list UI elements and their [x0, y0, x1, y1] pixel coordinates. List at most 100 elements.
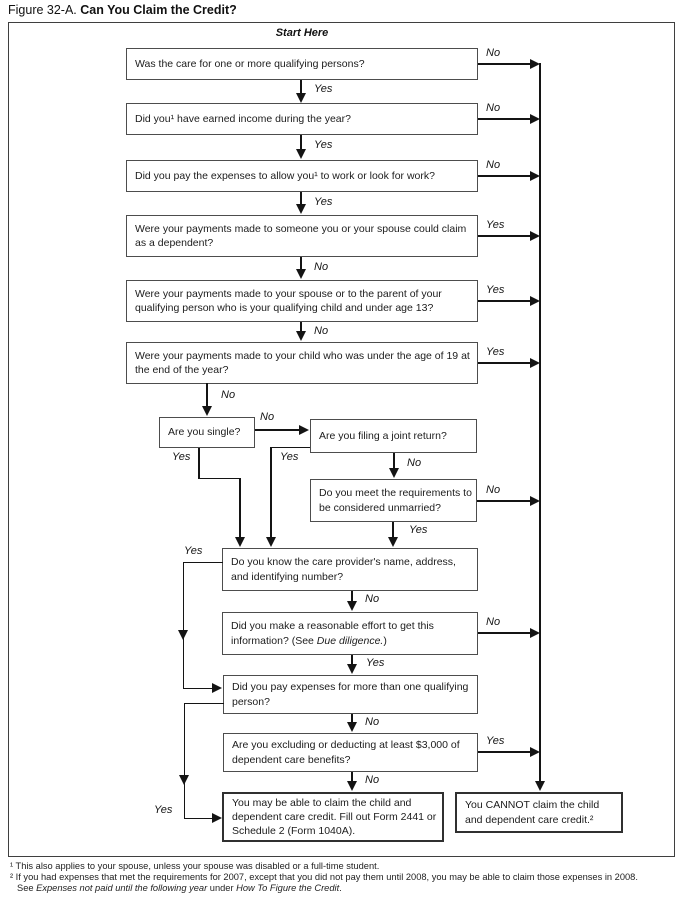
arrowhead-joint-yes — [266, 537, 276, 547]
figure-title: Figure 32-A. Can You Claim the Credit? — [8, 3, 237, 17]
figure-label: Figure 32-A. — [8, 3, 77, 17]
figure-title-text: Can You Claim the Credit? — [80, 3, 237, 17]
edge-label-joint-no: No — [407, 457, 422, 469]
edge-label-stack-5: No — [314, 325, 329, 337]
edge-label-spouse-parent-yes: Yes — [486, 284, 505, 296]
question-text: Was the care for one or more qualifying … — [135, 57, 365, 70]
edge-label-effort-yes: Yes — [366, 657, 385, 669]
arrowhead-stack-6 — [202, 406, 212, 416]
question-text: Did you make a reasonable effort to get … — [231, 620, 434, 647]
connector-stack-5 — [300, 322, 302, 333]
connector-provider-yes-h1 — [183, 561, 223, 563]
arrowhead-single-no — [299, 425, 309, 435]
arrowhead-qualifying-no — [529, 59, 540, 69]
question-box-qualifying-persons: Was the care for one or more qualifying … — [126, 48, 478, 80]
connector-excluding-no-v — [351, 772, 353, 783]
connector-single-no — [255, 429, 301, 431]
question-box-payments-dependent: Were your payments made to someone you o… — [126, 215, 478, 257]
question-box-payments-child-19: Were your payments made to your child wh… — [126, 342, 478, 384]
arrowhead-multiple-yes — [212, 813, 222, 824]
edge-label-earned-no: No — [486, 102, 501, 114]
connector-single-yes-h — [198, 477, 241, 479]
start-here-label: Start Here — [275, 27, 329, 39]
question-text: Are you excluding or deducting at least … — [232, 739, 460, 766]
edge-label-stack-6: No — [221, 389, 236, 401]
question-box-payments-spouse-parent: Were your payments made to your spouse o… — [126, 280, 478, 322]
edge-label-multiple-no: No — [365, 716, 380, 728]
edge-label-single-no: No — [260, 411, 275, 423]
edge-label-provider-no: No — [365, 593, 380, 605]
connector-multiple-no-v — [351, 714, 353, 724]
result-text: You CANNOT claim the child and dependent… — [465, 799, 600, 826]
arrowhead-rail-end — [535, 781, 545, 791]
connector-expenses-no — [478, 175, 530, 177]
result-text: You may be able to claim the child and d… — [232, 796, 437, 838]
question-box-joint-return: Are you filing a joint return? — [310, 419, 477, 453]
connector-multiple-yes-h1 — [184, 702, 224, 704]
connector-effort-no — [478, 632, 530, 634]
question-text: Are you single? — [168, 426, 241, 439]
question-text: Were your payments made to your spouse o… — [135, 287, 442, 314]
edge-label-joint-yes: Yes — [280, 451, 299, 463]
connector-stack-4 — [300, 257, 302, 271]
question-text: Do you know the care provider's name, ad… — [231, 556, 456, 583]
result-box-cannot-claim: You CANNOT claim the child and dependent… — [455, 792, 623, 833]
connector-joint-yes-v — [270, 446, 272, 539]
figure-border — [8, 22, 675, 857]
connector-qualifying-no — [478, 63, 530, 65]
connector-spouse-parent-yes — [478, 300, 530, 302]
question-box-single: Are you single? — [159, 417, 255, 448]
arrowhead-provider-yes — [212, 683, 222, 694]
edge-label-stack-1: Yes — [314, 83, 333, 95]
arrowhead-effort-no — [529, 628, 540, 638]
arrowhead-stack-5 — [296, 331, 306, 341]
connector-multiple-yes-v — [183, 702, 185, 819]
footnote-2: ² If you had expenses that met the requi… — [10, 872, 638, 893]
arrowhead-multiple-no — [347, 722, 357, 732]
edge-label-unmarried-yes: Yes — [409, 524, 428, 536]
question-text: Did you pay the expenses to allow you¹ t… — [135, 169, 435, 182]
connector-stack-3 — [300, 192, 302, 206]
connector-provider-yes-v — [182, 561, 184, 689]
result-box-may-claim: You may be able to claim the child and d… — [222, 792, 444, 842]
question-box-unmarried: Do you meet the requirements to be consi… — [310, 479, 477, 522]
question-text: Are you filing a joint return? — [319, 429, 447, 442]
arrowhead-spouse-parent-yes — [529, 296, 540, 306]
edge-label-unmarried-no: No — [486, 484, 501, 496]
connector-right-rail — [539, 63, 541, 787]
edge-label-excluding-no: No — [365, 774, 380, 786]
question-text: Did you¹ have earned income during the y… — [135, 112, 351, 125]
question-box-expenses-to-work: Did you pay the expenses to allow you¹ t… — [126, 160, 478, 192]
arrowhead-expenses-no — [529, 171, 540, 181]
question-box-excluding-benefits: Are you excluding or deducting at least … — [223, 733, 478, 772]
arrowhead-dependent-yes — [529, 231, 540, 241]
arrowhead-provider-yes-mid — [178, 630, 189, 640]
arrowhead-child19-yes — [529, 358, 540, 368]
connector-dependent-yes — [478, 235, 530, 237]
question-text: Did you pay expenses for more than one q… — [232, 681, 469, 708]
arrowhead-stack-4 — [296, 269, 306, 279]
arrowhead-single-yes — [235, 537, 245, 547]
edge-label-provider-yes: Yes — [184, 545, 203, 557]
arrowhead-stack-3 — [296, 204, 306, 214]
connector-single-yes-v1 — [198, 448, 200, 479]
edge-label-excluding-yes: Yes — [486, 735, 505, 747]
arrowhead-excluding-yes — [529, 747, 540, 757]
footnotes: ¹ This also applies to your spouse, unle… — [10, 861, 682, 894]
edge-label-stack-2: Yes — [314, 139, 333, 151]
connector-single-yes-v2 — [239, 477, 241, 539]
arrowhead-stack-2 — [296, 149, 306, 159]
edge-label-qualifying-no: No — [486, 47, 501, 59]
connector-stack-1 — [300, 80, 302, 94]
edge-label-stack-4: No — [314, 261, 329, 273]
connector-joint-yes-h — [271, 446, 310, 448]
question-text: Do you meet the requirements to be consi… — [319, 487, 472, 514]
arrowhead-unmarried-no — [529, 496, 540, 506]
connector-multiple-yes-h2 — [184, 817, 213, 819]
edge-label-single-yes: Yes — [172, 451, 191, 463]
question-box-multiple-persons: Did you pay expenses for more than one q… — [223, 675, 478, 714]
question-text: Were your payments made to your child wh… — [135, 349, 470, 376]
arrowhead-provider-no — [347, 601, 357, 611]
edge-label-stack-3: Yes — [314, 196, 333, 208]
